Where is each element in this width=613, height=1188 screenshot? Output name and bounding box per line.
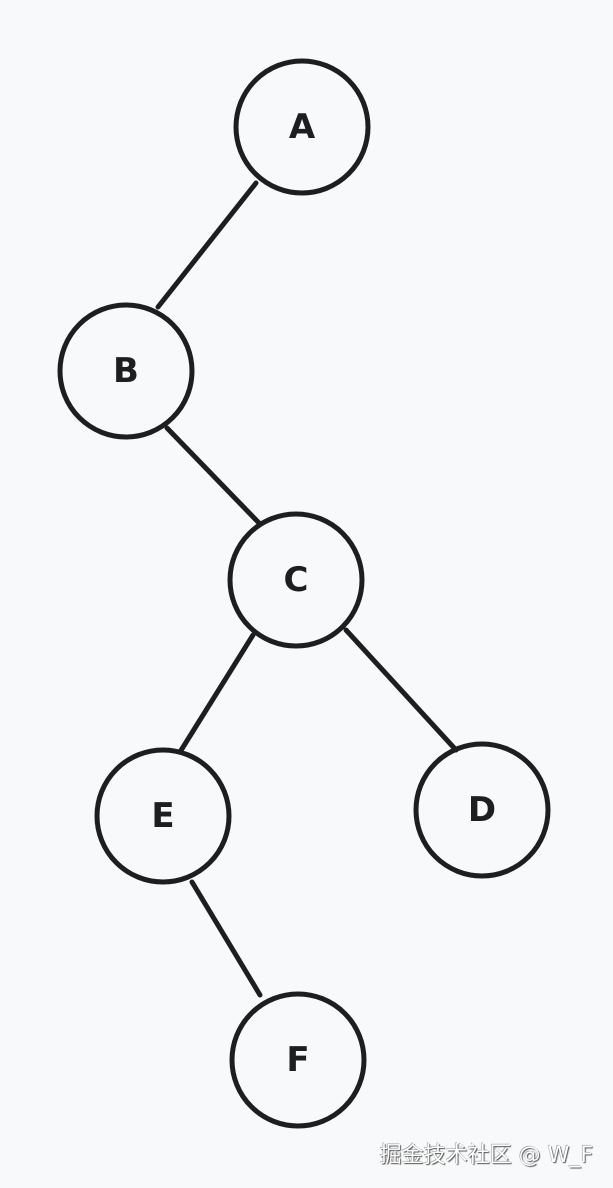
node-f-circle (229, 991, 367, 1129)
node-a: A (233, 58, 371, 196)
node-c: C (227, 511, 365, 649)
edge-b-c (164, 425, 262, 526)
node-d: D (413, 741, 551, 879)
node-f: F (229, 991, 367, 1129)
node-d-label: D (468, 790, 496, 830)
edge-c-e (177, 632, 256, 755)
node-a-circle (233, 58, 371, 196)
node-f-label: F (286, 1040, 309, 1080)
edge-c-d (343, 627, 459, 753)
edge-a-b (155, 180, 259, 310)
node-e: E (94, 747, 232, 885)
node-a-label: A (289, 107, 316, 147)
node-d-circle (413, 741, 551, 879)
node-c-label: C (284, 560, 309, 600)
node-c-circle (227, 511, 365, 649)
node-b: B (57, 302, 195, 440)
node-e-circle (94, 747, 232, 885)
node-b-circle (57, 302, 195, 440)
edges-group (155, 180, 459, 998)
node-e-label: E (151, 796, 174, 836)
node-b-label: B (113, 351, 139, 391)
watermark: 掘金技术社区 @ W_F (379, 1143, 593, 1168)
nodes-group: A B C E D F (57, 58, 551, 1129)
edge-e-f (189, 879, 263, 998)
